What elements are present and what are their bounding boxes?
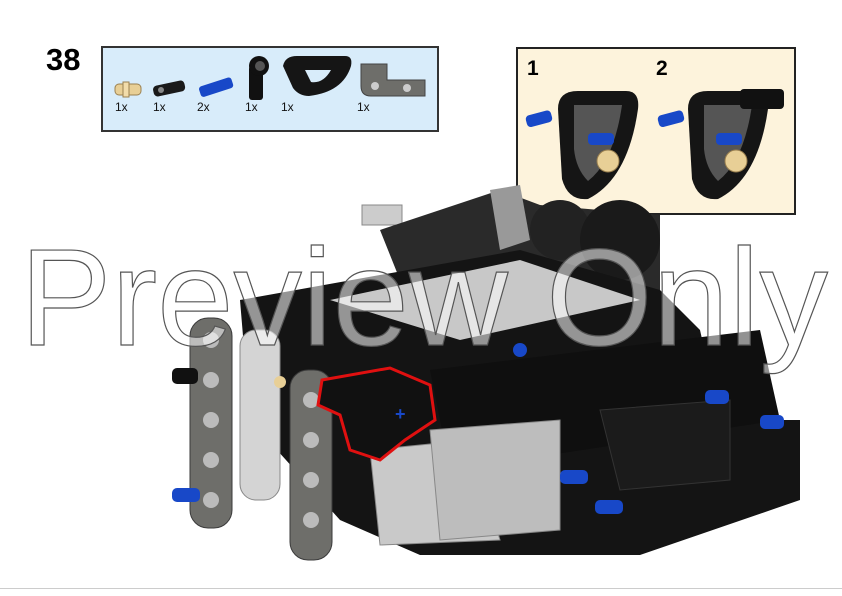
substep-1-label: 1 [527,57,539,80]
substep-2-assembly [657,89,784,200]
part-qty: 1x [357,100,370,114]
substep-1-assembly [525,91,639,200]
blue-axle-pin-icon [199,77,234,97]
part-qty: 1x [115,100,128,114]
part-qty: 1x [281,100,294,114]
step-number: 38 [46,42,81,77]
part-qty: 1x [153,100,166,114]
black-quarter-liftarm-icon [283,56,352,96]
tan-connector-pin-icon [114,81,142,98]
part-qty: 2x [197,100,210,114]
page-bottom-rule [0,588,842,589]
gray-l-liftarm-icon [360,63,426,97]
parts-list: 1x 1x 2x 1x 1x 1x [101,46,439,132]
sub-assembly-callout: 1 2 [516,47,796,215]
part-qty: 1x [245,100,258,114]
black-friction-pin-icon [153,80,186,97]
substep-illustrations [525,89,784,200]
svg-text:+: + [395,404,406,424]
new-part-highlight: + [316,366,437,462]
substep-2-label: 2 [656,57,668,80]
black-connector-icon [249,56,269,100]
